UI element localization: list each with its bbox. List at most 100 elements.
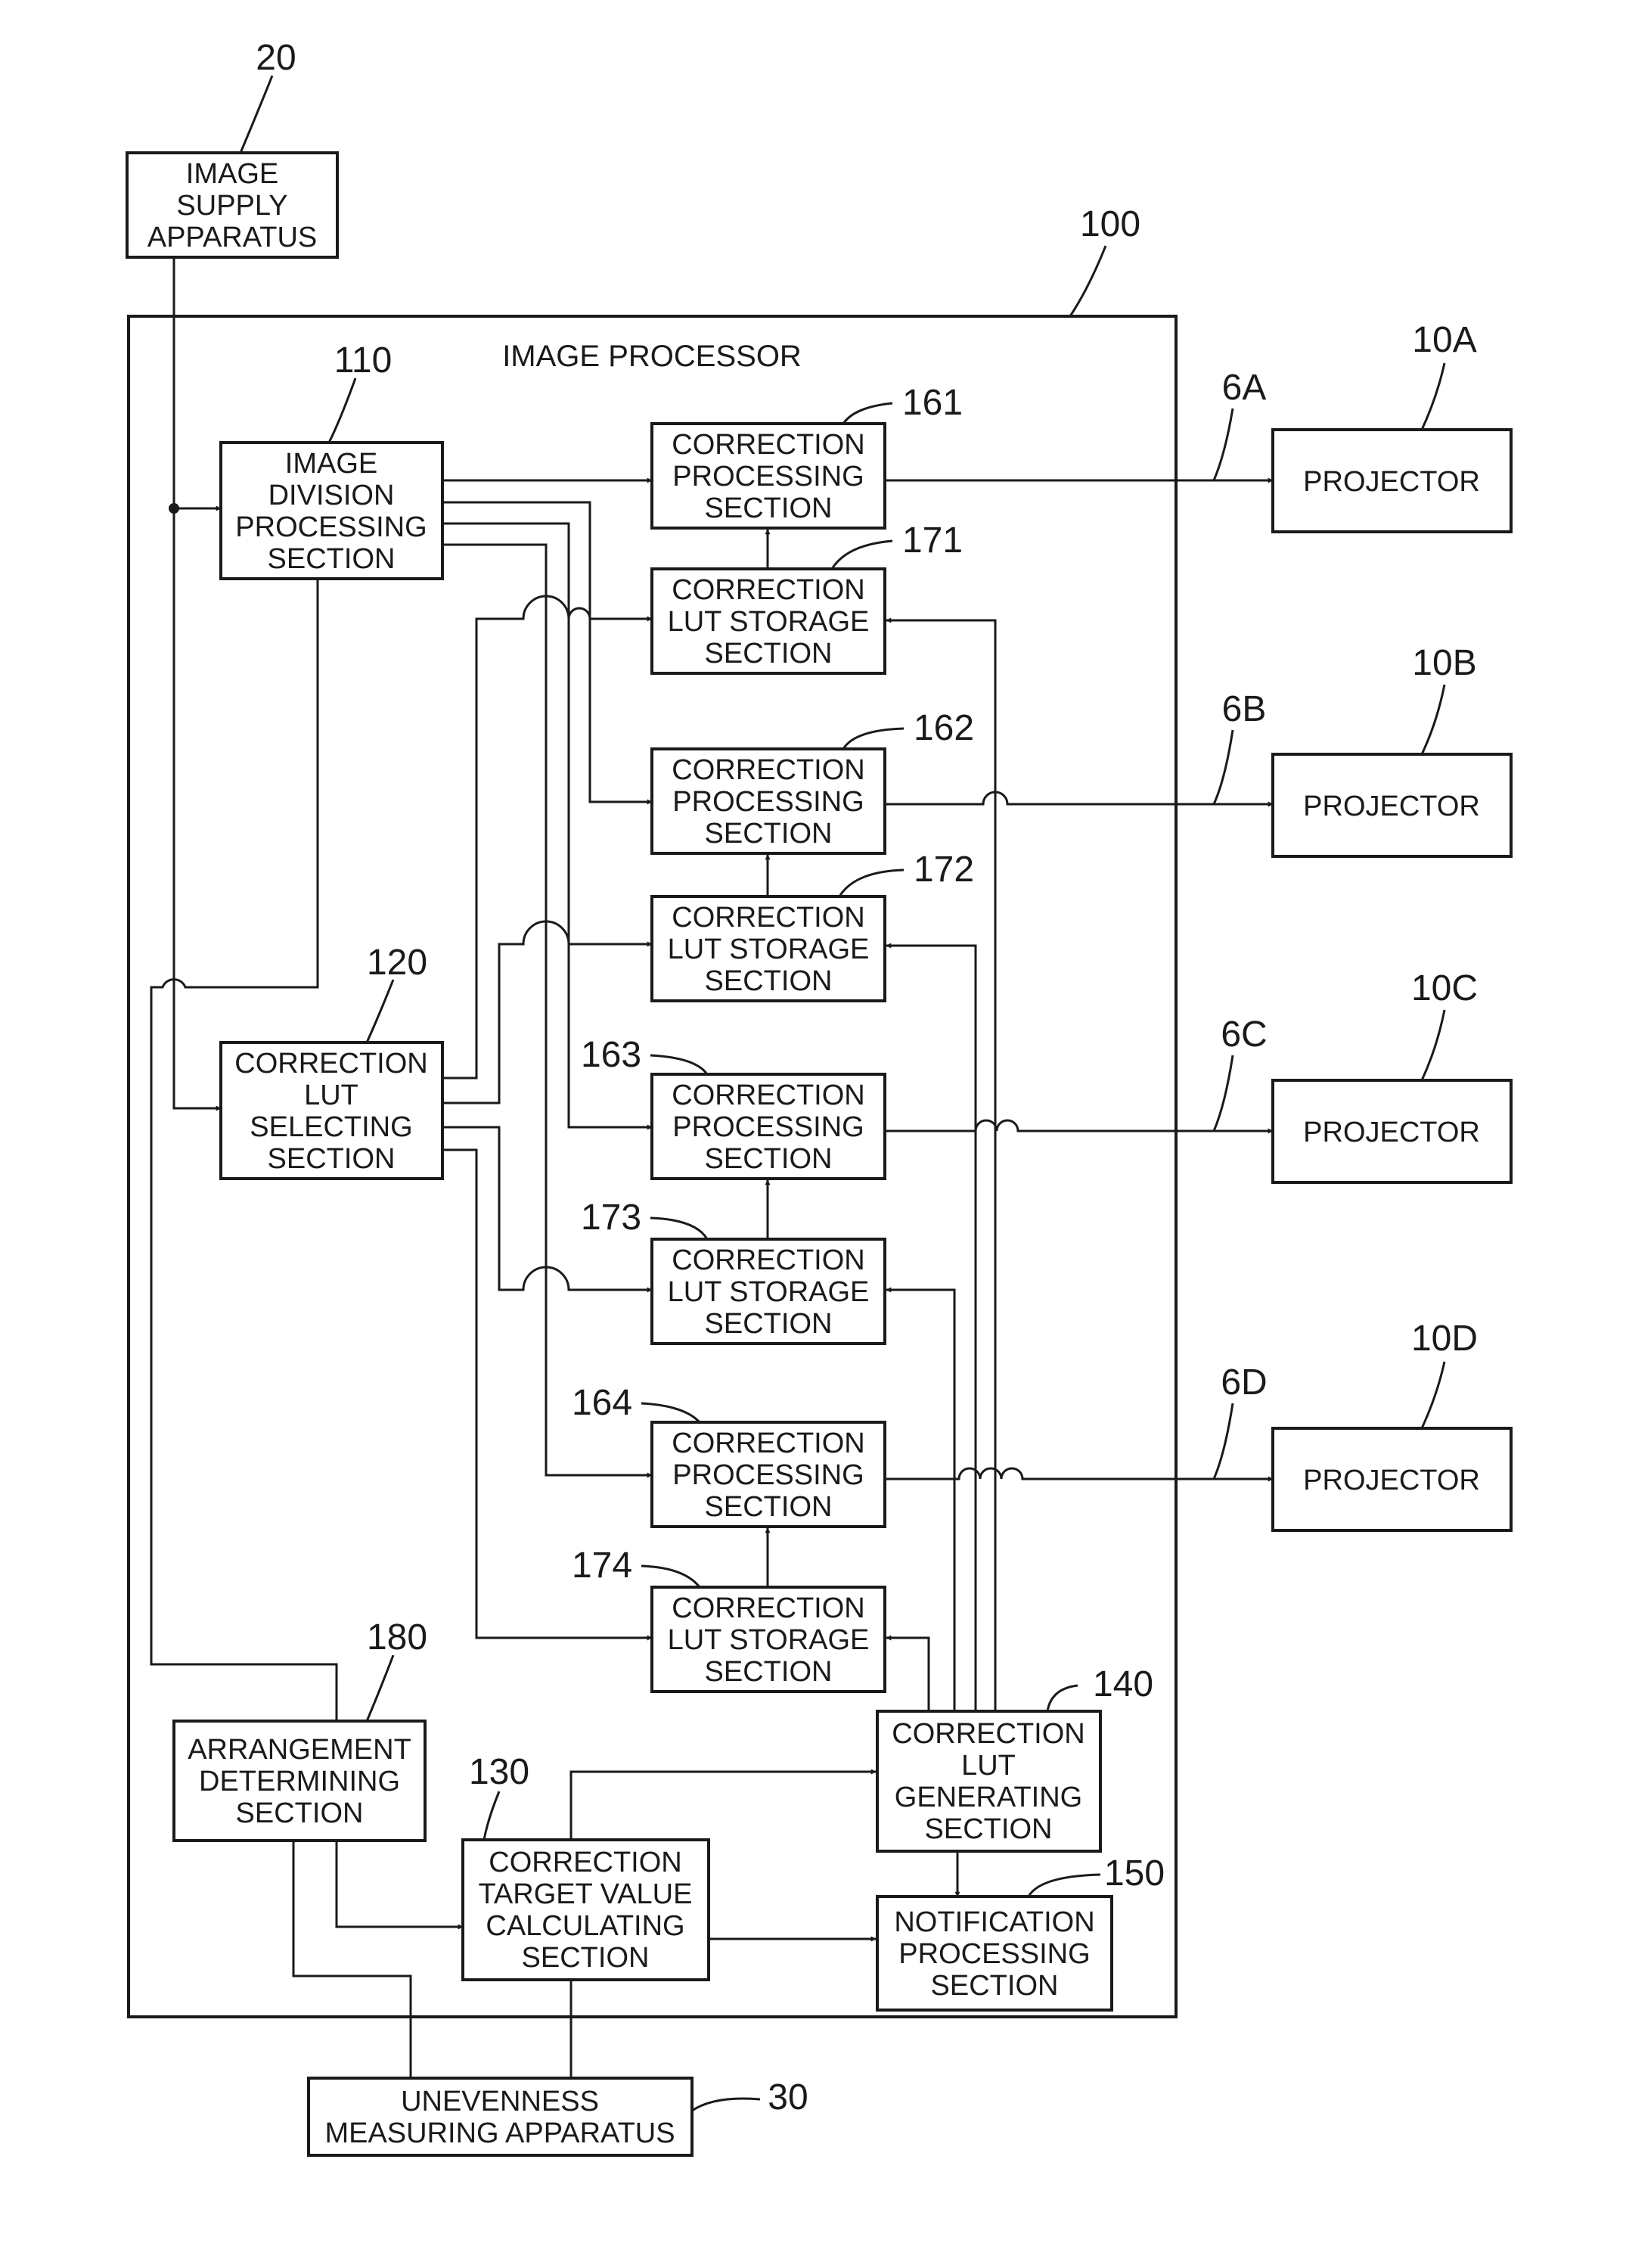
block-text-line: SECTION (931, 1970, 1059, 2002)
arrangement-target-link-line (337, 1829, 463, 1927)
block-text-line: PROCESSING (672, 786, 864, 818)
leader-120 (367, 980, 393, 1042)
unevenness-measuring-block: UNEVENNESSMEASURING APPARATUS (309, 2078, 692, 2155)
leader-10d (1422, 1362, 1444, 1428)
projector-label: PROJECTOR (1303, 466, 1480, 498)
block-text-line: LUT STORAGE (668, 934, 870, 965)
block-text-line: PROCESSING (898, 1938, 1090, 1970)
block-text-line: LUT STORAGE (668, 1276, 870, 1308)
block-text-line: SECTION (925, 1813, 1053, 1845)
projector-10b-block: PROJECTOR (1273, 754, 1511, 856)
generating-to-172-line (886, 946, 976, 1710)
block-text-line: LUT (961, 1750, 1016, 1782)
leader-173 (650, 1218, 707, 1239)
ref-161: 161 (902, 383, 963, 423)
leader-20 (240, 76, 272, 153)
leader-174 (641, 1566, 700, 1587)
block-text-line: SECTION (705, 1491, 833, 1523)
leader-172 (839, 870, 904, 896)
correction-processing-162-block: CORRECTIONPROCESSINGSECTION (652, 749, 885, 853)
leader-6a (1214, 409, 1233, 480)
leader-130 (484, 1791, 499, 1840)
block-text-line: SUPPLY (176, 190, 287, 222)
ref-6b: 6B (1222, 689, 1267, 729)
lut-storage-174-block: CORRECTIONLUT STORAGESECTION (652, 1587, 885, 1692)
block-text-line: LUT STORAGE (668, 606, 870, 638)
generating-to-173-line (886, 1290, 954, 1710)
leader-163 (650, 1055, 707, 1074)
block-text-line: SECTION (236, 1797, 364, 1829)
block-text-line: GENERATING (895, 1782, 1082, 1813)
ref-173: 173 (581, 1198, 641, 1238)
block-text-line: PROCESSING (672, 461, 864, 492)
block-text-line: UNEVENNESS (401, 2086, 599, 2117)
block-text-line: SECTION (705, 1143, 833, 1175)
ref-10c: 10C (1411, 968, 1478, 1008)
ref-10d: 10D (1411, 1319, 1478, 1359)
projector-10d-block: PROJECTOR (1273, 1428, 1511, 1530)
block-text-line: CALCULATING (486, 1910, 684, 1942)
ref-163: 163 (581, 1035, 641, 1075)
block-text-line: SECTION (268, 543, 396, 575)
ref-10a: 10A (1412, 320, 1476, 360)
ref-110: 110 (334, 340, 393, 381)
leader-6d (1214, 1403, 1233, 1479)
block-text-line: CORRECTION (672, 574, 864, 606)
correction-processing-161-block: CORRECTIONPROCESSINGSECTION (652, 424, 885, 528)
projector-label: PROJECTOR (1303, 1465, 1480, 1496)
ref-10b: 10B (1412, 643, 1476, 683)
leader-6b (1214, 730, 1233, 804)
ref-140: 140 (1093, 1664, 1153, 1704)
leader-6c (1214, 1055, 1233, 1131)
block-text-line: CORRECTION (672, 754, 864, 786)
ref-174: 174 (572, 1546, 632, 1586)
leader-10c (1422, 1010, 1444, 1080)
projector-label: PROJECTOR (1303, 1117, 1480, 1148)
ref-130: 130 (469, 1752, 529, 1792)
generating-to-174-line (886, 1638, 929, 1710)
block-text-line: SECTION (705, 1656, 833, 1688)
leader-100 (1070, 246, 1106, 316)
block-text-line: CORRECTION (672, 1244, 864, 1276)
lut-storage-171-block: CORRECTIONLUT STORAGESECTION (652, 569, 885, 673)
leader-110 (329, 378, 355, 443)
block-text-line: SECTION (705, 638, 833, 670)
ref-6c: 6C (1221, 1014, 1267, 1055)
lut-storage-172-block: CORRECTIONLUT STORAGESECTION (652, 896, 885, 1001)
generating-to-171-line (886, 620, 995, 1710)
projector-10a-block: PROJECTOR (1273, 430, 1511, 532)
projector-label: PROJECTOR (1303, 791, 1480, 822)
image-processor-caption: IMAGE PROCESSOR (502, 340, 802, 373)
correction-processing-164-block: CORRECTIONPROCESSINGSECTION (652, 1422, 885, 1527)
block-text-line: CORRECTION (672, 902, 864, 934)
block-text-line: CORRECTION (672, 1592, 864, 1624)
block-text-line: NOTIFICATION (894, 1906, 1094, 1938)
lut-storage-173-block: CORRECTIONLUT STORAGESECTION (652, 1239, 885, 1344)
block-text-line: MEASURING APPARATUS (324, 2117, 675, 2149)
ref-20: 20 (256, 38, 296, 78)
ref-6d: 6D (1221, 1362, 1267, 1403)
correction-lut-generating-block: CORRECTIONLUTGENERATINGSECTION (877, 1711, 1100, 1851)
ref-162: 162 (914, 708, 974, 748)
block-text-line: CORRECTION (672, 1080, 864, 1111)
leader-10b (1422, 685, 1444, 754)
block-text-line: PROCESSING (235, 511, 427, 543)
division-to-164-line (442, 545, 652, 1475)
block-text-line: DETERMINING (199, 1766, 400, 1797)
leader-150 (1029, 1875, 1100, 1897)
ref-30: 30 (768, 2077, 808, 2117)
ref-171: 171 (902, 520, 963, 561)
block-text-line: PROCESSING (672, 1111, 864, 1143)
correction-lut-selecting-block: CORRECTIONLUTSELECTINGSECTION (221, 1042, 442, 1179)
ref-150: 150 (1104, 1853, 1165, 1894)
block-text-line: TARGET VALUE (479, 1878, 693, 1910)
block-text-line: SECTION (268, 1143, 396, 1175)
block-text-line: CORRECTION (892, 1718, 1085, 1750)
ref-164: 164 (572, 1383, 632, 1423)
block-text-line: LUT STORAGE (668, 1624, 870, 1656)
block-text-line: SECTION (705, 492, 833, 524)
ref-120: 120 (367, 943, 427, 983)
leader-164 (641, 1403, 700, 1422)
